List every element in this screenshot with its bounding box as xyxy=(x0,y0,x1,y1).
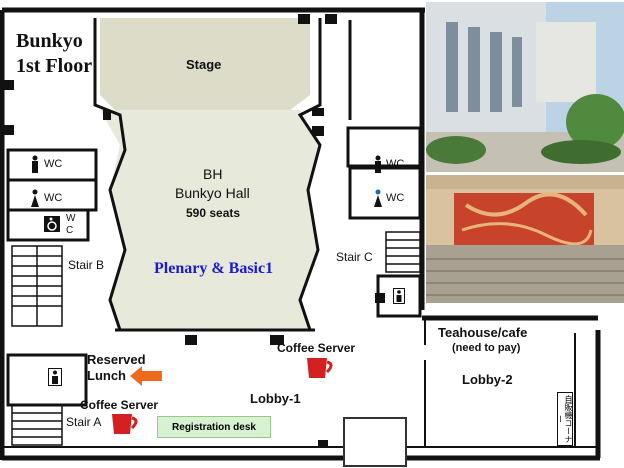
wheelchair-icon xyxy=(44,216,60,232)
elevator-icon xyxy=(393,288,405,304)
wc-label-left-top: WC xyxy=(44,158,63,170)
lobby2-label: Lobby-2 xyxy=(462,372,513,387)
elevator-icon xyxy=(48,368,62,386)
stage-area xyxy=(100,18,310,110)
arrow-left-icon xyxy=(130,366,162,386)
stage-label: Stage xyxy=(186,57,222,72)
male-wc-icon xyxy=(32,155,38,173)
reserved-lunch-line1: Reserved xyxy=(87,352,146,367)
stair-c-label: Stair C xyxy=(336,250,373,264)
coffee-cup-icon xyxy=(307,358,333,378)
registration-desk: Registration desk xyxy=(157,416,271,438)
female-wc-icon xyxy=(31,189,39,207)
coffee-cup-icon xyxy=(112,414,138,434)
lobby1-label: Lobby-1 xyxy=(250,391,301,406)
hall-area xyxy=(100,110,320,330)
teahouse-note: (need to pay) xyxy=(452,342,521,354)
reserved-lunch-line2: Lunch xyxy=(87,368,126,383)
hall-interior-photo xyxy=(426,175,624,303)
vending-corner-sign: 自販機コーナー xyxy=(557,392,573,446)
female-wc-icon xyxy=(374,189,382,207)
building-exterior-photo xyxy=(426,2,624,172)
vending-corner-text: 自販機コーナー xyxy=(557,395,573,443)
male-wc-icon xyxy=(375,155,381,173)
session-label: Plenary & Basic1 xyxy=(154,260,274,277)
wc-label-right-bottom: WC xyxy=(386,192,405,204)
map-title-line1: Bunkyo xyxy=(16,30,83,52)
wc-label-right-top: WC xyxy=(386,158,405,170)
coffee-server-label-left: Coffee Server xyxy=(80,398,159,412)
hall-name-label: Bunkyo Hall xyxy=(175,185,250,201)
coffee-server-label-right: Coffee Server xyxy=(277,341,356,355)
accessible-wc-letter-c: C xyxy=(66,225,74,236)
wc-label-left-bottom: WC xyxy=(44,192,63,204)
hall-code-label: BH xyxy=(203,166,223,182)
map-title-line2: 1st Floor xyxy=(16,55,93,77)
stair-b-label: Stair B xyxy=(68,258,105,272)
hall-seats-label: 590 seats xyxy=(186,206,241,220)
stair-a-label: Stair A xyxy=(66,415,102,429)
teahouse-label: Teahouse/cafe xyxy=(438,325,528,340)
registration-desk-label: Registration desk xyxy=(172,421,256,433)
accessible-wc-letter-w: W xyxy=(66,213,76,224)
